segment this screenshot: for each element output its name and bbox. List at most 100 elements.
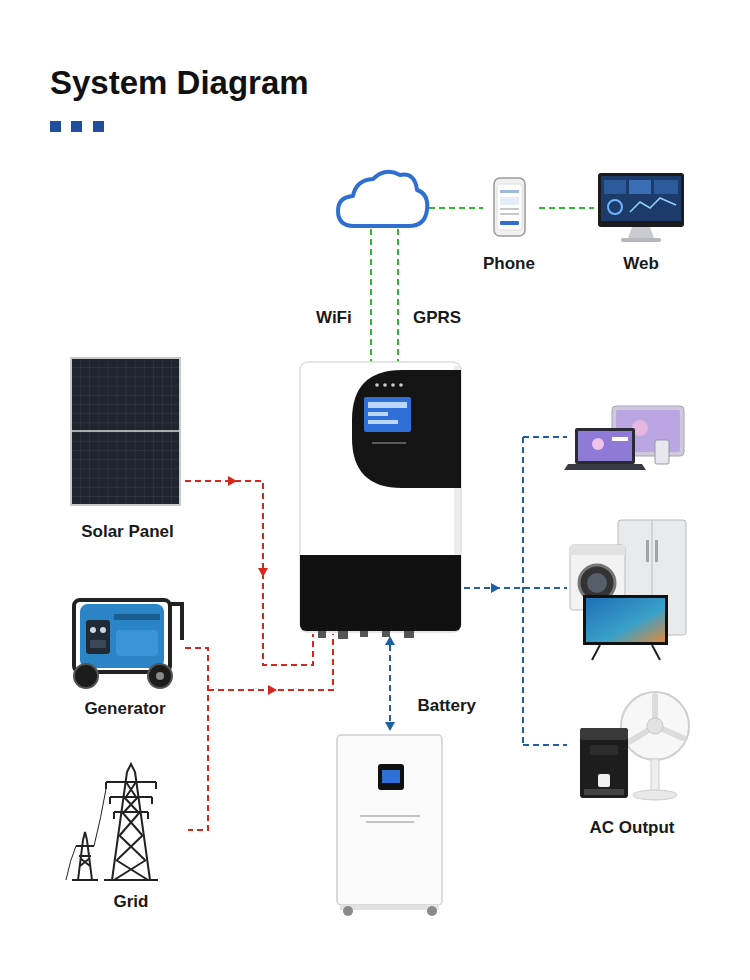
generator-icon-part — [156, 672, 164, 680]
solar-panel-icon-part — [71, 430, 180, 432]
inverter-part — [300, 555, 461, 631]
tablet-laptop-icon-part — [575, 428, 635, 464]
title-marks-part — [50, 121, 61, 132]
monitor-icon-part — [604, 180, 626, 194]
power-input-wire-part — [185, 648, 208, 830]
phone-icon-part — [500, 190, 519, 193]
grid-tower-icon-part — [104, 879, 158, 881]
generator-icon-part — [90, 640, 106, 648]
generator-icon-part — [170, 604, 182, 640]
inverter-part — [318, 631, 326, 638]
coffee-fan-icon-part — [629, 696, 683, 742]
grid-tower-icon-part — [114, 812, 148, 880]
generator-icon-part — [80, 604, 164, 668]
cloud-icon-part — [338, 172, 427, 226]
phone-icon-part — [500, 208, 519, 210]
network-link-part — [429, 207, 483, 209]
battery-unit-part — [366, 821, 414, 823]
coffee-fan-icon-part — [580, 728, 628, 740]
grid-tower-icon-part — [66, 846, 76, 880]
coffee-fan-icon-part — [598, 774, 610, 787]
inverter-part — [338, 631, 348, 639]
inverter-part — [368, 412, 388, 416]
monitor-icon-part — [601, 176, 681, 221]
power-input-arrowhead-part — [258, 568, 268, 577]
title-marks-part — [93, 121, 104, 132]
cloud-icon — [338, 172, 427, 226]
node-label: Web — [594, 254, 688, 274]
network-link-part — [397, 229, 399, 362]
inverter-part — [383, 383, 387, 387]
appliances-icon — [570, 520, 686, 660]
appliances-icon-part — [646, 540, 649, 562]
appliances-icon-part — [586, 598, 665, 642]
grid-tower-icon-part — [94, 789, 106, 846]
solar-panel-icon — [71, 358, 180, 505]
phone-node: Phone — [479, 172, 539, 274]
coffee-fan-icon-part — [633, 790, 677, 800]
tablet-laptop-icon-part — [655, 440, 669, 464]
coffee-fan-icon-part — [584, 789, 624, 795]
node-label: Grid — [68, 892, 194, 912]
power-input-arrowhead-part — [228, 476, 237, 486]
grid-tower-icon-part — [106, 782, 156, 812]
appliances-icon-part — [655, 540, 658, 562]
phone-icon-part — [500, 221, 519, 225]
inverter-part — [364, 397, 411, 432]
coffee-fan-icon-part — [590, 745, 618, 755]
phone-icon-part — [500, 213, 519, 215]
monitor-icon-part — [628, 227, 654, 238]
inverter-part — [399, 383, 403, 387]
generator-node: Generator — [58, 585, 192, 719]
phone-icon — [494, 178, 525, 236]
monitor-icon-part — [608, 200, 622, 214]
inverter-part — [352, 370, 461, 488]
grid-tower-icon-part — [106, 782, 156, 819]
generator-icon-part — [148, 664, 172, 688]
tablet-laptop-icon — [564, 406, 684, 470]
tablet-laptop-icon-part — [612, 437, 628, 441]
inverter-part — [300, 555, 461, 567]
power-input-wire — [185, 481, 333, 830]
monitor-icon-part — [598, 173, 684, 227]
network-link-part — [370, 229, 372, 362]
generator-icon-part — [86, 620, 110, 654]
appliances-icon-part — [570, 545, 625, 555]
power-input-wire-part — [208, 634, 333, 690]
title-marks-part — [71, 121, 82, 132]
grid-tower-icon-part — [124, 782, 138, 812]
battery-unit-part — [427, 906, 437, 916]
battery-unit-part — [360, 815, 420, 817]
inverter-part — [372, 442, 406, 444]
grid-node: Grid — [68, 760, 194, 912]
link-label: GPRS — [413, 308, 461, 328]
grid-tower-icon-part — [72, 832, 98, 880]
generator-icon-part — [116, 630, 158, 656]
coffee-fan-icon-part — [647, 718, 663, 734]
inverter-part — [368, 402, 407, 408]
node-label: Phone — [479, 254, 539, 274]
generator-icon — [74, 600, 182, 688]
solar-panel-node: Solar Panel — [60, 352, 195, 542]
inverter-part — [360, 631, 368, 637]
battery-link-part — [389, 645, 391, 722]
link-label: WiFi — [316, 308, 352, 328]
coffee-fan-icon-part — [621, 692, 689, 760]
generator-icon-part — [114, 614, 160, 620]
title-marks — [50, 121, 104, 132]
monitor-icon-part — [654, 180, 678, 194]
phone-icon-part — [494, 178, 525, 236]
solar-panel-icon-part — [71, 358, 180, 505]
power-input-arrowhead — [228, 476, 277, 695]
phone-icon-part — [497, 184, 522, 230]
diagram-title: System Diagram — [50, 64, 309, 102]
battery-unit-part — [382, 770, 400, 783]
appliances-icon-part — [592, 645, 660, 660]
battery-link-arrowhead — [385, 636, 395, 731]
inverter-part — [391, 383, 395, 387]
battery-node: Battery — [335, 696, 480, 918]
battery-link — [389, 645, 391, 722]
generator-icon-part — [74, 664, 98, 688]
ac-output-arrowhead-part — [491, 583, 500, 593]
